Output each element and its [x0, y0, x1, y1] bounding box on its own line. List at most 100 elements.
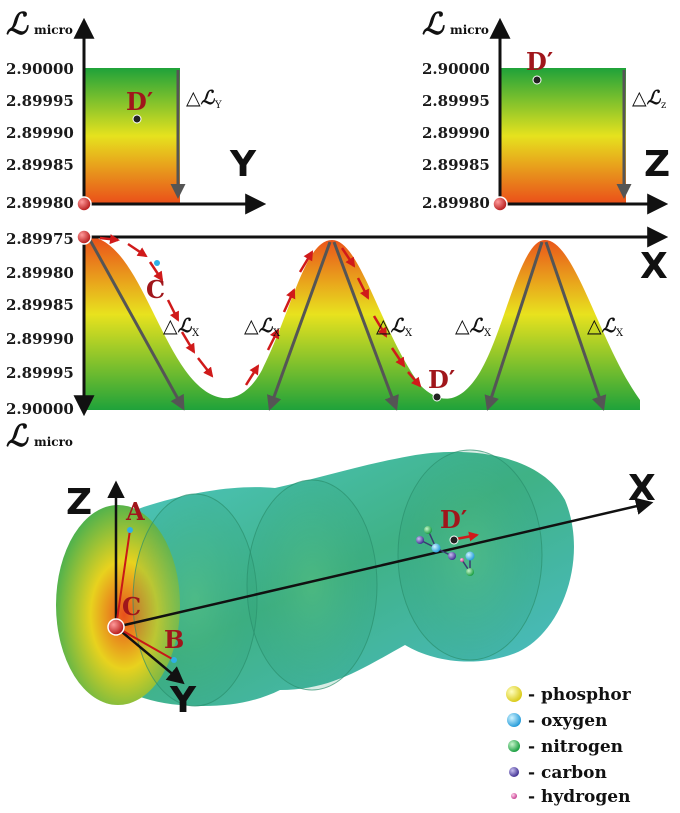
delta-arrow	[267, 241, 332, 411]
point-a-marker	[127, 527, 133, 533]
trajectory-arrow	[166, 299, 180, 322]
delta-sub: X	[405, 328, 413, 339]
atom-carbon	[416, 536, 424, 544]
origin-marker-z	[492, 196, 508, 212]
energy-box-z	[500, 68, 626, 204]
trajectory-arrow	[372, 315, 388, 338]
axis-letter-x-3d: X	[628, 468, 656, 509]
tick-label: 2.89980	[422, 194, 490, 212]
atom-hydrogen	[460, 558, 464, 562]
trajectory-arrow	[340, 247, 356, 268]
bond-cb	[115, 626, 175, 661]
point-label-d-3d: D′	[440, 505, 467, 534]
panel-y: ℒ micro 2.90000 2.89995 2.89990 2.89985 …	[6, 7, 267, 215]
delta-sub-z: z	[661, 100, 666, 111]
tick-label: 2.90000	[422, 60, 490, 78]
panel-z: ℒ micro 2.90000 2.89995 2.89990 2.89985 …	[422, 7, 670, 215]
point-label-b: B	[164, 625, 184, 654]
delta-labels-x: △ℒ X △ℒ X △ℒ X △ℒ X △ℒ X	[163, 315, 624, 339]
trajectory-arrow	[244, 364, 260, 386]
axis-letter-y: Y	[229, 144, 257, 185]
delta-label-y: △ℒ	[186, 87, 216, 109]
delta-sub: X	[273, 328, 281, 339]
legend-item: - nitrogen	[508, 737, 623, 757]
bond-ca	[115, 529, 131, 628]
point-label-d-y: D′	[126, 87, 153, 116]
point-d-marker-z	[532, 75, 542, 85]
point-d-marker-y	[132, 114, 142, 124]
atom-nitrogen	[424, 526, 432, 534]
tick-label: 2.89985	[6, 296, 74, 314]
axis-title-x: ℒ	[6, 419, 29, 454]
point-d-marker-x	[432, 392, 442, 402]
axis-title-sub-y: micro	[34, 23, 73, 37]
point-c-marker-x	[154, 260, 160, 266]
tick-label: 2.89980	[6, 194, 74, 212]
axis-x-3d	[115, 497, 654, 629]
tick-labels-x: 2.89975 2.89980 2.89985 2.89990 2.89995 …	[6, 230, 74, 418]
delta-arrows-x	[88, 239, 607, 411]
delta-label: △ℒ	[244, 315, 274, 337]
delta-sub: X	[484, 328, 492, 339]
trajectory-arrow	[99, 234, 120, 245]
molecule-disc	[246, 479, 378, 691]
delta-sub: X	[616, 328, 624, 339]
delta-label: △ℒ	[376, 315, 406, 337]
tick-label: 2.89995	[6, 364, 74, 382]
trajectory-arrow	[390, 347, 406, 368]
legend-item: - phosphor	[506, 685, 632, 705]
tick-labels-y: 2.90000 2.89995 2.89990 2.89985 2.89980	[6, 60, 74, 212]
point-label-d-z: D′	[526, 47, 553, 76]
molecule-cluster	[416, 526, 475, 576]
trajectory-arrow	[266, 328, 280, 351]
origin-marker-3d	[107, 618, 125, 636]
trajectory-arrow	[282, 288, 296, 313]
tick-label: 2.89975	[6, 230, 74, 248]
legend-label: - carbon	[528, 763, 607, 783]
delta-sub: X	[192, 328, 200, 339]
delta-arrow	[484, 241, 544, 411]
legend-label: - oxygen	[528, 711, 607, 731]
point-d-marker-3d	[449, 535, 459, 545]
tick-label: 2.90000	[6, 400, 74, 418]
molecule-3d: Z X Y A B C D′	[56, 449, 656, 721]
tick-label: 2.90000	[6, 60, 74, 78]
legend-label: - phosphor	[528, 685, 632, 705]
delta-sub-y: Y	[214, 100, 222, 111]
trajectory-arrow	[356, 277, 370, 300]
axis-title-sub-z: micro	[450, 23, 489, 37]
tick-label: 2.89985	[422, 156, 490, 174]
tick-label: 2.89995	[6, 92, 74, 110]
legend-item: - oxygen	[507, 711, 607, 731]
legend-swatch-oxygen	[507, 713, 521, 727]
delta-label: △ℒ	[455, 315, 485, 337]
legend-swatch-phosphor	[506, 686, 522, 702]
molecule-disc	[132, 493, 258, 707]
atom-carbon	[448, 552, 456, 560]
axis-letter-x: X	[640, 246, 668, 287]
energy-box-y	[84, 68, 180, 204]
legend-label: - hydrogen	[528, 787, 630, 807]
legend-item: - hydrogen	[511, 787, 630, 807]
legend-swatch-hydrogen	[511, 793, 517, 799]
panel-x: 2.89975 2.89980 2.89985 2.89990 2.89995 …	[6, 226, 669, 454]
axis-title-y: ℒ	[6, 7, 29, 42]
origin-marker-y	[76, 196, 92, 212]
legend-item: - carbon	[509, 763, 607, 783]
tick-label: 2.89980	[6, 264, 74, 282]
trajectory-arrow	[148, 261, 164, 282]
tick-label: 2.89990	[6, 124, 74, 142]
axis-title-z: ℒ	[422, 7, 445, 42]
delta-label: △ℒ	[587, 315, 617, 337]
tick-label: 2.89995	[422, 92, 490, 110]
delta-label-z: △ℒ	[632, 87, 662, 109]
delta-arrow	[88, 239, 185, 411]
displacement-arrow-d	[455, 531, 479, 542]
legend: - phosphor - oxygen - nitrogen - carbon …	[506, 685, 632, 807]
axis-title-sub-x: micro	[34, 435, 73, 449]
tick-label: 2.89990	[6, 330, 74, 348]
delta-arrow	[544, 241, 607, 411]
trajectory-arrow	[407, 371, 422, 388]
point-b-marker	[171, 657, 177, 663]
